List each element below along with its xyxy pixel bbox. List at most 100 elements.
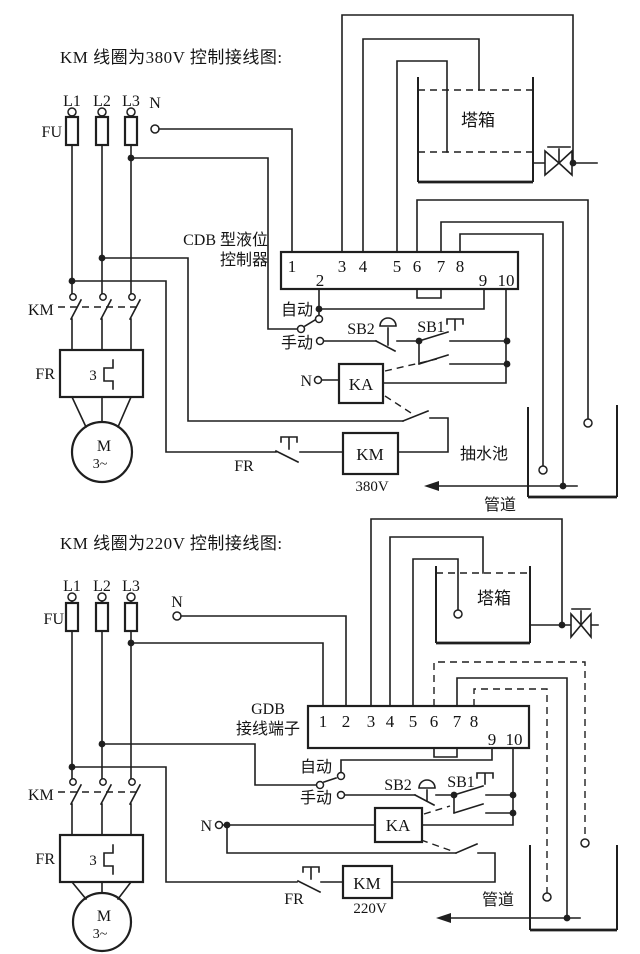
phase-label-l2: L2 (93, 578, 111, 595)
junction-dot (503, 360, 511, 368)
thermal-relay-box (58, 348, 145, 399)
controller-name-line1: GDB (251, 701, 285, 718)
phase-terminal (97, 107, 107, 117)
pool-380: 抽水池 管道 (424, 405, 618, 514)
km-voltage-label: 380V (355, 479, 389, 495)
push-button-icon (476, 772, 494, 785)
controller-name-line1: CDB 型液位 (183, 231, 268, 249)
control-circuit-380: 自动 手动 SB2 SB1 N (68, 154, 511, 495)
sb1-no-contact (417, 330, 508, 343)
motor-type-label: 3~ (93, 927, 108, 942)
wire-l2-to-contact (101, 257, 404, 422)
tank-label: 塔箱 (461, 111, 495, 130)
mechanical-link (384, 395, 412, 414)
terminal-number: 8 (470, 712, 479, 731)
phase-label-l1: L1 (63, 93, 81, 110)
neutral-label: N (171, 594, 183, 611)
motor-symbol (70, 420, 134, 484)
motor-label: M (97, 908, 111, 925)
ka-relay-label: KA (349, 375, 374, 394)
terminal-number: 8 (456, 257, 465, 276)
phase-terminal (97, 592, 107, 602)
terminal-number: 10 (498, 271, 515, 290)
motor-symbol (71, 891, 133, 953)
neutral-section-380: N (149, 95, 293, 253)
mechanical-link (423, 805, 451, 815)
wire-t3-common (370, 518, 563, 707)
valve-stem (571, 608, 591, 626)
wire-l1-to-fr (71, 280, 277, 453)
phase-terminal (67, 107, 77, 117)
fuse-symbol (123, 115, 139, 147)
controller-name-line2: 接线端子 (236, 720, 300, 738)
pipe-label: 管道 (484, 496, 516, 514)
control-circuit-220: 自动 手动 SB2 SB1 N (68, 740, 517, 917)
wire (71, 318, 132, 351)
fuse-symbol (64, 601, 80, 633)
neutral-label-ka: N (300, 373, 312, 390)
manual-contact (315, 336, 325, 346)
power-section-220: L1 L2 L3 FU KM FR 3 (28, 578, 145, 953)
contact-terminal (99, 293, 107, 301)
mechanical-link (420, 839, 453, 852)
neutral-section-220: N (171, 594, 347, 707)
stop-button-label: SB2 (347, 321, 375, 338)
thermal-relay-label: FR (35, 851, 55, 868)
terminal-number: 6 (430, 712, 439, 731)
wire-t10-rail (421, 747, 514, 826)
terminal-number: 10 (506, 730, 523, 749)
flow-arrow (424, 481, 439, 491)
selector-arm (322, 776, 338, 784)
valve-icon (570, 611, 592, 640)
terminal-number: 9 (479, 271, 488, 290)
wire-phase-to-selector (101, 743, 317, 786)
terminal-number: 2 (316, 271, 325, 290)
pipe-label: 管道 (482, 891, 514, 909)
wire-auto-to-t9 (340, 747, 493, 773)
auto-label: 自动 (300, 758, 332, 776)
junction-dot (558, 621, 566, 629)
heater-symbol (103, 844, 114, 875)
km-coil-label: KM (353, 874, 380, 893)
ka-relay-box (337, 362, 385, 405)
fr-nc-contact (274, 449, 344, 464)
manual-contact (336, 790, 346, 800)
sb1-no-contact (452, 784, 514, 797)
wire-t3-common (341, 14, 574, 253)
contact-terminal (69, 778, 77, 786)
ka-main-contact (397, 409, 449, 453)
terminal-number: 6 (413, 257, 422, 276)
neutral-terminal (150, 124, 160, 134)
pool-electrode-tip (538, 465, 548, 475)
mushroom-button-icon (418, 779, 436, 802)
pool-label: 抽水池 (460, 445, 508, 463)
sb2-nc-contact (374, 339, 420, 353)
wire-t4-inlet (389, 536, 484, 707)
wire-t4-high-electrode (362, 38, 480, 253)
wire-l3-to-t1 (130, 642, 324, 707)
wire-t6-pool-high (416, 199, 589, 420)
controller-box-380: CDB 型液位 控制器 1 3 4 5 6 7 8 2 9 10 (183, 231, 520, 299)
wire-auto-to-t9 (318, 288, 485, 310)
phase-label-l3: L3 (122, 93, 140, 110)
sensor-wiring-380 (341, 14, 593, 487)
contactor-pole (69, 298, 142, 321)
wire-t5-float (412, 558, 459, 707)
wire-t7-pool-bottom (440, 221, 564, 487)
start-button-label: SB1 (447, 774, 475, 791)
thermal-elements-count: 3 (89, 853, 97, 869)
fuse-symbol (94, 115, 110, 147)
phase-label-l1: L1 (63, 578, 81, 595)
terminal-number: 5 (393, 257, 402, 276)
thermal-relay-label: FR (35, 366, 55, 383)
terminal-number: 7 (453, 712, 462, 731)
pool-wall (527, 405, 618, 497)
terminal-number: 5 (409, 712, 418, 731)
neutral-label-ka: N (200, 818, 212, 835)
terminal-block-box (306, 704, 531, 750)
diagram-380v-title: KM 线圈为380V 控制接线图: (60, 48, 283, 67)
manual-label: 手动 (300, 789, 332, 807)
selector-common (296, 324, 306, 334)
